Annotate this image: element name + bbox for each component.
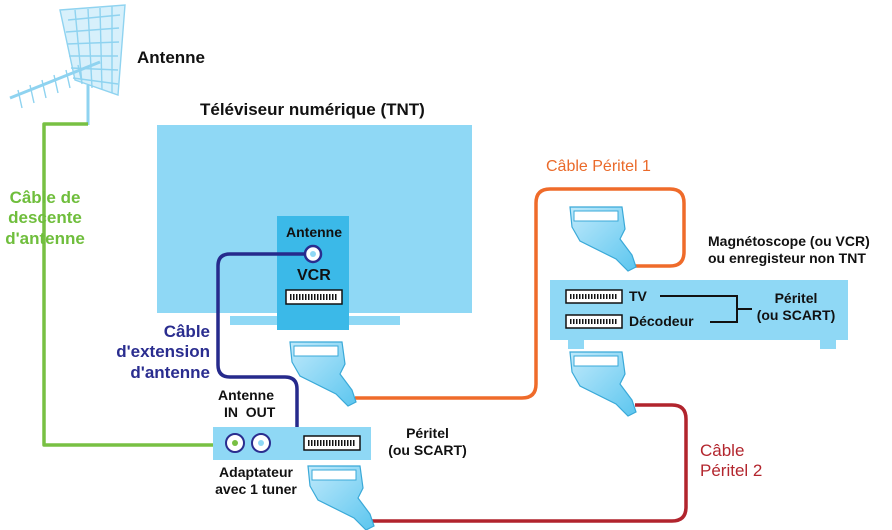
tv-title: Téléviseur numérique (TNT) [200, 100, 425, 119]
vcr-title: Magnétoscope (ou VCR)ou enregisteur non … [708, 233, 870, 266]
peritel-cable-2 [370, 403, 688, 523]
antenna-label: Antenne [137, 48, 205, 67]
tv-icon [157, 125, 472, 330]
vcr-peritel-label: Péritel(ou SCART) [756, 290, 836, 323]
vcr-icon [550, 280, 848, 349]
adapter-in-out-label: IN OUT [224, 404, 276, 420]
scart-plug-adapter [307, 465, 375, 530]
scart-plug-vcr-bottom [569, 351, 637, 417]
vcr-tv-label: TV [629, 288, 647, 304]
scart-plug-vcr-top [569, 206, 637, 272]
antenna-icon [9, 4, 126, 125]
peritel-cable-1 [355, 187, 686, 400]
downlead-cable [42, 122, 222, 447]
tv-antenna-label: Antenne [286, 224, 342, 240]
scart-plug-tv [289, 341, 357, 407]
peritel-cable-1-label: Câble Péritel 1 [546, 158, 651, 175]
adapter-peritel-label: Péritel(ou SCART) [388, 425, 467, 458]
vcr-decoder-label: Décodeur [629, 313, 694, 329]
adapter-antenna-label: Antenne [218, 387, 274, 403]
adapter-icon [213, 427, 371, 460]
tv-vcr-label: VCR [297, 267, 331, 284]
